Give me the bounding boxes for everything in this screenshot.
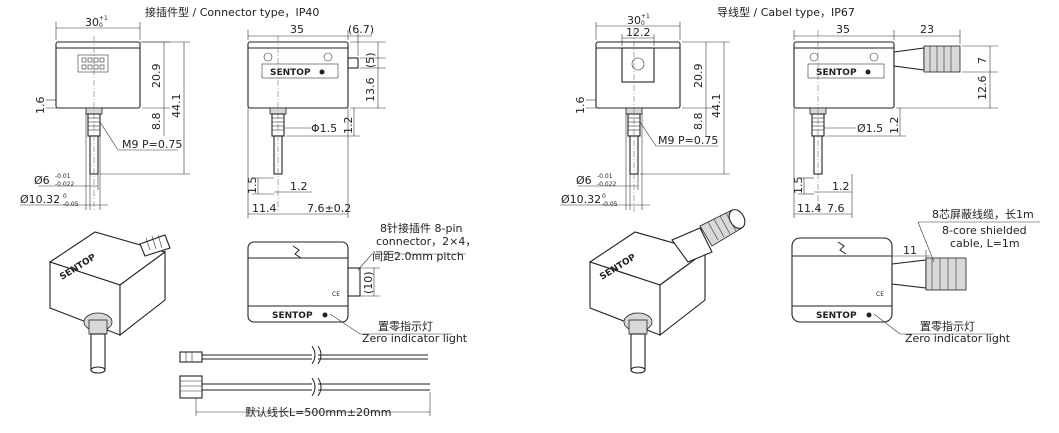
conn-pin-dim: (10) bbox=[362, 271, 375, 294]
conn-base-tol-upper: 0 bbox=[63, 193, 67, 200]
cable-length-note: 默认线长L=500mm±20mm bbox=[245, 405, 391, 419]
cab-neck-dim: 8.8 bbox=[692, 113, 705, 131]
cab-side-small: 7 bbox=[976, 57, 989, 64]
cab-width-dim: 30 bbox=[627, 14, 641, 27]
cable-note-2: 8-core shielded bbox=[942, 224, 1027, 237]
conn-side-width: 35 bbox=[290, 23, 304, 36]
cab-height-total: 44.1 bbox=[710, 94, 723, 119]
cab-width-tol-upper: +1 bbox=[641, 13, 650, 20]
cable-front-view: 30 +1 0 12.2 20.9 8.8 44.1 1.6 M9 P=0.75… bbox=[560, 13, 730, 212]
conn-side-h1: 1.5 bbox=[246, 177, 259, 195]
cab-side-w1: 11.4 bbox=[797, 202, 822, 215]
cable-side-view: SENTOP 35 23 7 12.6 1.2 Ø1.5 1.5 1.2 11 bbox=[792, 23, 998, 218]
cable-note-1: 8芯屏蔽线缆，长1m bbox=[932, 207, 1034, 221]
conn-side-gap: 1.2 bbox=[342, 117, 355, 135]
conn-side-offset: (6.7) bbox=[348, 23, 374, 36]
conn-side-w1: 11.4 bbox=[252, 202, 277, 215]
cab-cable-out: 23 bbox=[920, 23, 934, 36]
conn-width-tol-upper: +1 bbox=[99, 15, 108, 22]
cab-base-dia: Ø10.32 bbox=[561, 193, 601, 206]
cab-width-tol-lower: 0 bbox=[641, 20, 645, 27]
cab-side-brand: SENTOP bbox=[816, 68, 857, 78]
conn-hole-dia: Φ1.5 bbox=[311, 122, 337, 135]
conn-top-brand: SENTOP bbox=[272, 311, 313, 321]
conn-side-brand: SENTOP bbox=[270, 68, 311, 78]
cab-shaft-dia: Ø6 bbox=[576, 174, 592, 187]
conn-height-body: 20.9 bbox=[150, 64, 163, 89]
connector-side-view: SENTOP 35 (6.7) (5) 13.6 1.2 Φ1.5 1.5 bbox=[246, 23, 386, 218]
cab-shaft-tol-lower: -0.022 bbox=[597, 181, 617, 188]
cab-hole-dia: Ø1.5 bbox=[857, 122, 883, 135]
conn-shaft-tol-upper: -0.01 bbox=[55, 173, 71, 180]
conn-neck-dim: 8.8 bbox=[150, 113, 163, 131]
cab-base-tol-upper: 0 bbox=[602, 193, 606, 200]
pin-note-3: 间距2.0mm pitch bbox=[372, 250, 464, 263]
cable-note-3: cable, L=1m bbox=[950, 237, 1020, 250]
conn-thread-label: M9 P=0.75 bbox=[122, 138, 182, 151]
cab-side-height: 12.6 bbox=[976, 76, 989, 101]
conn-ce-mark: CE bbox=[332, 291, 340, 298]
cab-side-h2: 1.2 bbox=[832, 180, 850, 193]
cab-cable-dim: 11 bbox=[903, 244, 917, 257]
conn-zero-cn: 置零指示灯 bbox=[378, 319, 433, 333]
title-connector-type: 接插件型 / Connector type，IP40 bbox=[145, 5, 319, 19]
conn-shaft-tol-lower: -0.022 bbox=[55, 181, 75, 188]
conn-width-tol-lower: 0 bbox=[99, 22, 103, 29]
cab-ce-mark: CE bbox=[876, 291, 884, 298]
cab-thread-label: M9 P=0.75 bbox=[658, 134, 718, 147]
cab-side-gap: 1.2 bbox=[888, 117, 901, 135]
conn-base-dia: Ø10.32 bbox=[20, 193, 60, 206]
cable-iso-view: SENTOP bbox=[588, 209, 746, 374]
conn-shaft-dia: Ø6 bbox=[34, 174, 50, 187]
cab-zero-cn: 置零指示灯 bbox=[920, 319, 975, 333]
conn-side-height: 13.6 bbox=[364, 78, 377, 103]
connector-harness: 默认线长L=500mm±20mm bbox=[179, 345, 431, 419]
pin-note-1: 8针接插件 8-pin bbox=[380, 221, 463, 235]
cab-zero-en: Zero indicator light bbox=[905, 332, 1011, 345]
conn-height-total: 44.1 bbox=[170, 94, 183, 119]
cab-side-width: 35 bbox=[836, 23, 850, 36]
cab-height-body: 20.9 bbox=[692, 64, 705, 89]
conn-width-dim: 30 bbox=[85, 16, 99, 29]
conn-side-small: (5) bbox=[364, 52, 377, 68]
cab-top-brand: SENTOP bbox=[816, 311, 857, 321]
pin-note-2: connector，2×4， bbox=[376, 235, 476, 248]
connector-top-sketch: CE SENTOP (10) 8针接插件 8-pin connector，2×4… bbox=[247, 221, 476, 345]
cab-shaft-tol-upper: -0.01 bbox=[597, 173, 613, 180]
cab-gland-dim: 12.2 bbox=[626, 26, 651, 39]
cab-side-h1: 1.5 bbox=[792, 177, 805, 195]
title-cable-type: 导线型 / Cabel type，IP67 bbox=[717, 5, 855, 19]
conn-base-tol-lower: -0.05 bbox=[63, 201, 79, 208]
cab-left-small: 1.6 bbox=[574, 97, 587, 115]
conn-side-h2: 1.2 bbox=[290, 180, 308, 193]
conn-zero-en: Zero indicator light bbox=[362, 332, 468, 345]
cab-base-tol-lower: -0.05 bbox=[602, 201, 618, 208]
conn-side-w2: 7.6±0.2 bbox=[307, 202, 351, 215]
cab-side-w2: 7.6 bbox=[827, 202, 845, 215]
connector-front-view: 30 +1 0 20.9 8.8 44.1 1.6 M9 P=0.75 Ø6 -… bbox=[20, 15, 190, 212]
cable-top-sketch: CE SENTOP 11 8芯屏蔽线缆，长1m 8-core shielded … bbox=[791, 207, 1040, 345]
conn-left-small: 1.6 bbox=[34, 97, 47, 115]
connector-iso-view: SENTOP bbox=[48, 231, 171, 374]
